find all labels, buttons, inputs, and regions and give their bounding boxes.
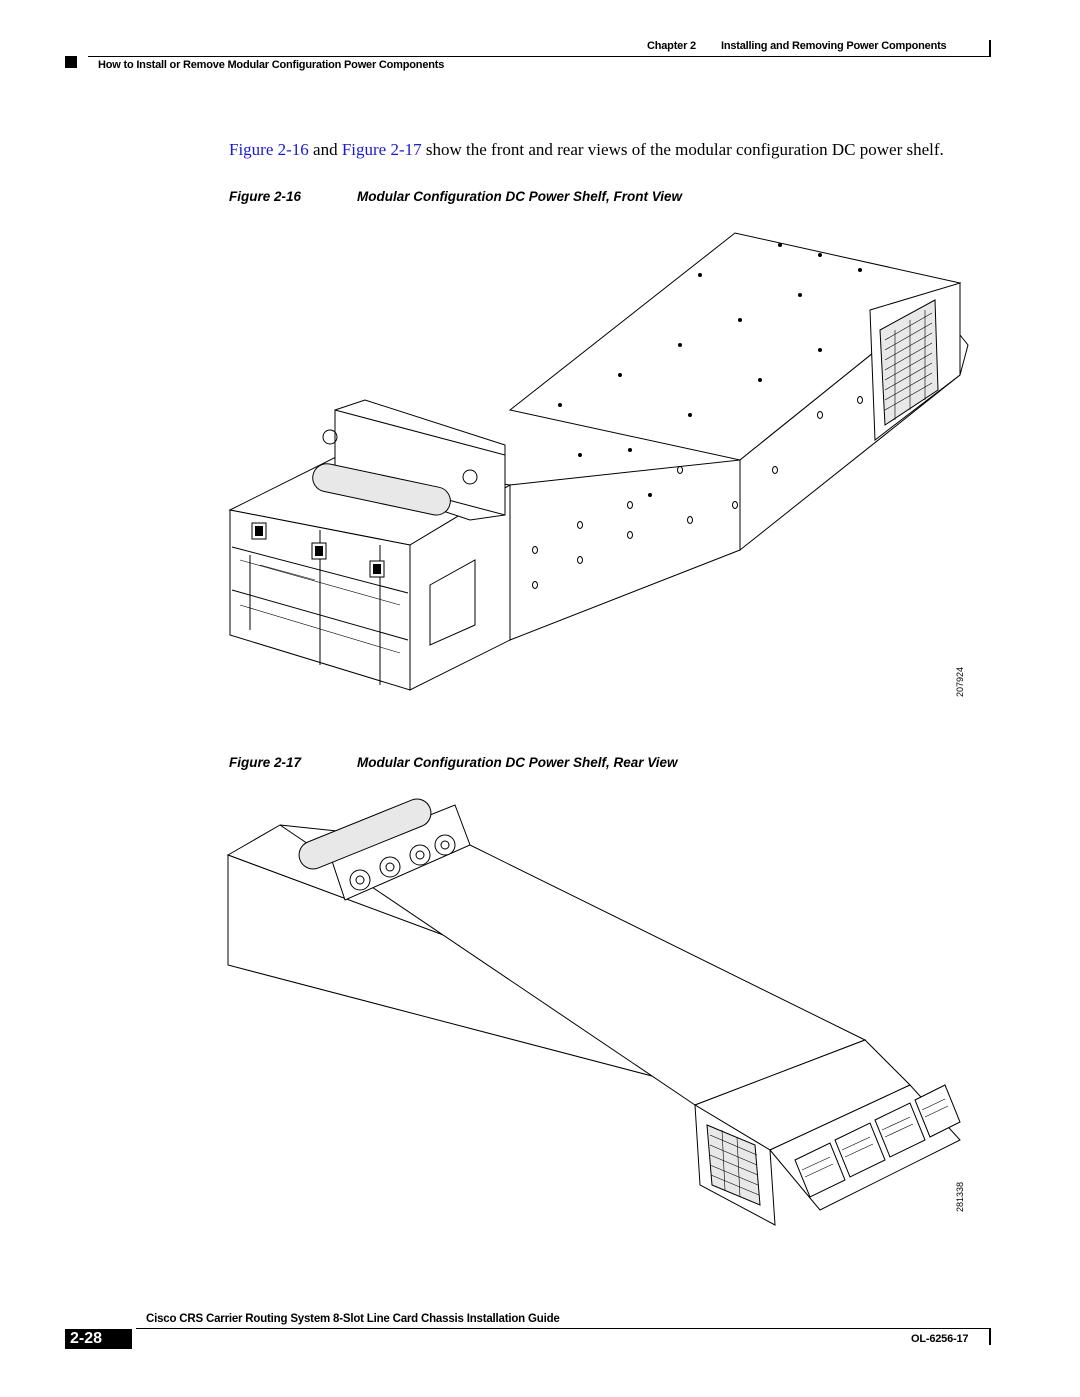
doc-number: OL-6256-17	[911, 1333, 969, 1345]
figure-2-16-title: Modular Configuration DC Power Shelf, Fr…	[357, 189, 683, 204]
figure-2-17-label: Figure 2-17	[229, 755, 302, 770]
figure-2-16-label: Figure 2-16	[229, 189, 302, 204]
footer-guide-title: Cisco CRS Carrier Routing System 8-Slot …	[146, 1313, 560, 1325]
chapter-title: Installing and Removing Power Components	[721, 40, 947, 52]
figure-2-17-id: 281338	[955, 1181, 965, 1212]
section-title: How to Install or Remove Modular Configu…	[98, 59, 445, 71]
figure-2-17-link[interactable]: Figure 2-17	[341, 140, 422, 159]
footer-rule	[136, 1328, 991, 1329]
header-end-bar	[989, 40, 991, 56]
figure-2-16-id: 207924	[955, 666, 965, 697]
figure-2-17-title: Modular Configuration DC Power Shelf, Re…	[357, 755, 678, 770]
intro-rest: show the front and rear views of the mod…	[421, 140, 944, 159]
page-number: 2-28	[70, 1330, 103, 1347]
chapter-label: Chapter 2	[647, 40, 696, 52]
figure-2-17-drawing	[226, 798, 961, 1226]
header-rule	[88, 56, 991, 57]
intro-paragraph: Figure 2-16 and Figure 2-17 show the fro…	[229, 140, 944, 160]
figure-2-16-link[interactable]: Figure 2-16	[229, 140, 309, 159]
footer-end-bar	[989, 1329, 991, 1345]
figure-2-16-drawing	[228, 232, 969, 691]
footer-page-box	[65, 1329, 132, 1349]
header-marker-square	[65, 56, 77, 68]
intro-and: and	[308, 140, 342, 159]
